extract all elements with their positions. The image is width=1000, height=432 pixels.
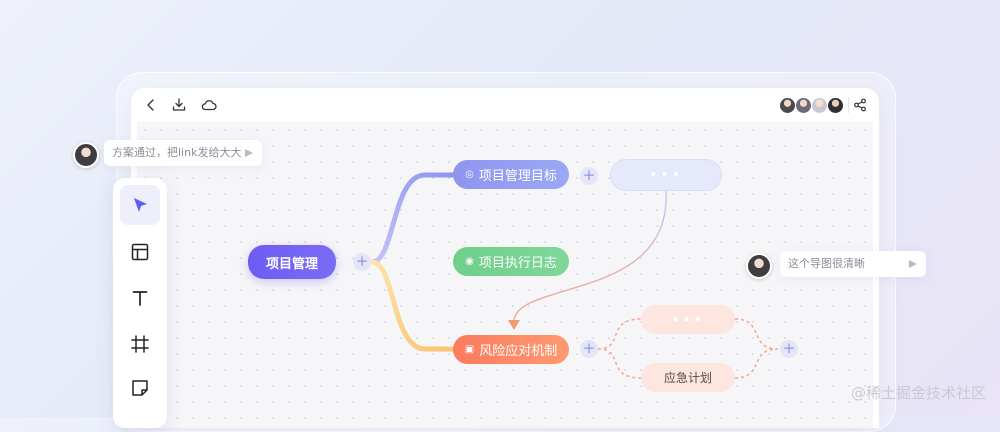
branch-label: 风险应对机制	[479, 344, 558, 359]
text-tool[interactable]	[120, 278, 160, 318]
branch-node-log[interactable]: ◉ 项目执行日志	[453, 247, 569, 276]
branch-label: 项目管理目标	[478, 169, 557, 184]
add-node-button[interactable]: +	[580, 167, 598, 185]
branch-node-goals[interactable]: ◎ 项目管理目标	[453, 160, 569, 189]
watermark-text: @稀土掘金技术社区	[850, 384, 986, 402]
share-icon[interactable]	[853, 98, 867, 112]
avatar[interactable]	[795, 97, 812, 114]
toolbar-divider	[848, 97, 849, 113]
branch-node-risk[interactable]: ▣ 风险应对机制	[453, 335, 569, 364]
comment-bubble[interactable]: 方案通过，把link发给大大	[104, 140, 262, 166]
select-tool[interactable]	[120, 185, 160, 225]
collaborator-avatars[interactable]	[779, 97, 844, 114]
frame-tool[interactable]	[120, 324, 160, 364]
add-node-button[interactable]: +	[780, 340, 798, 358]
placeholder-node[interactable]: •••	[641, 305, 735, 334]
expand-plus-button[interactable]: +	[353, 253, 371, 271]
sticky-note-tool[interactable]	[120, 368, 160, 408]
top-bar	[131, 88, 879, 122]
comment-text: 这个导图很清晰	[788, 257, 865, 270]
left-toolbar	[113, 178, 167, 428]
comment-bubble[interactable]: 这个导图很清晰	[780, 251, 926, 277]
risk-icon: ▣	[464, 344, 475, 355]
layout-icon	[131, 243, 149, 261]
commenter-avatar[interactable]	[746, 253, 772, 279]
cloud-icon[interactable]	[200, 97, 218, 113]
mindmap-root-node[interactable]: 项目管理	[248, 245, 336, 279]
log-icon: ◉	[465, 256, 474, 267]
layout-tool[interactable]	[120, 232, 160, 272]
text-icon	[132, 291, 148, 306]
add-node-button[interactable]: +	[580, 340, 598, 358]
avatar[interactable]	[811, 97, 828, 114]
frame-icon	[131, 335, 149, 353]
back-icon[interactable]	[143, 97, 159, 113]
send-icon[interactable]	[908, 259, 918, 269]
commenter-avatar[interactable]	[73, 142, 99, 168]
sub-node-emergency-plan[interactable]: 应急计划	[641, 363, 735, 392]
comment-text: 方案通过，把link发给大大	[112, 146, 242, 159]
branch-label: 项目执行日志	[478, 256, 557, 271]
sticky-note-icon	[132, 380, 148, 396]
send-icon[interactable]	[244, 148, 254, 158]
avatar[interactable]	[779, 97, 796, 114]
watermark: @稀土掘金技术社区	[851, 382, 986, 403]
placeholder-node[interactable]: •••	[610, 159, 722, 191]
download-icon[interactable]	[171, 97, 187, 113]
avatar[interactable]	[827, 97, 844, 114]
cursor-icon	[134, 198, 147, 212]
target-icon: ◎	[465, 169, 474, 180]
